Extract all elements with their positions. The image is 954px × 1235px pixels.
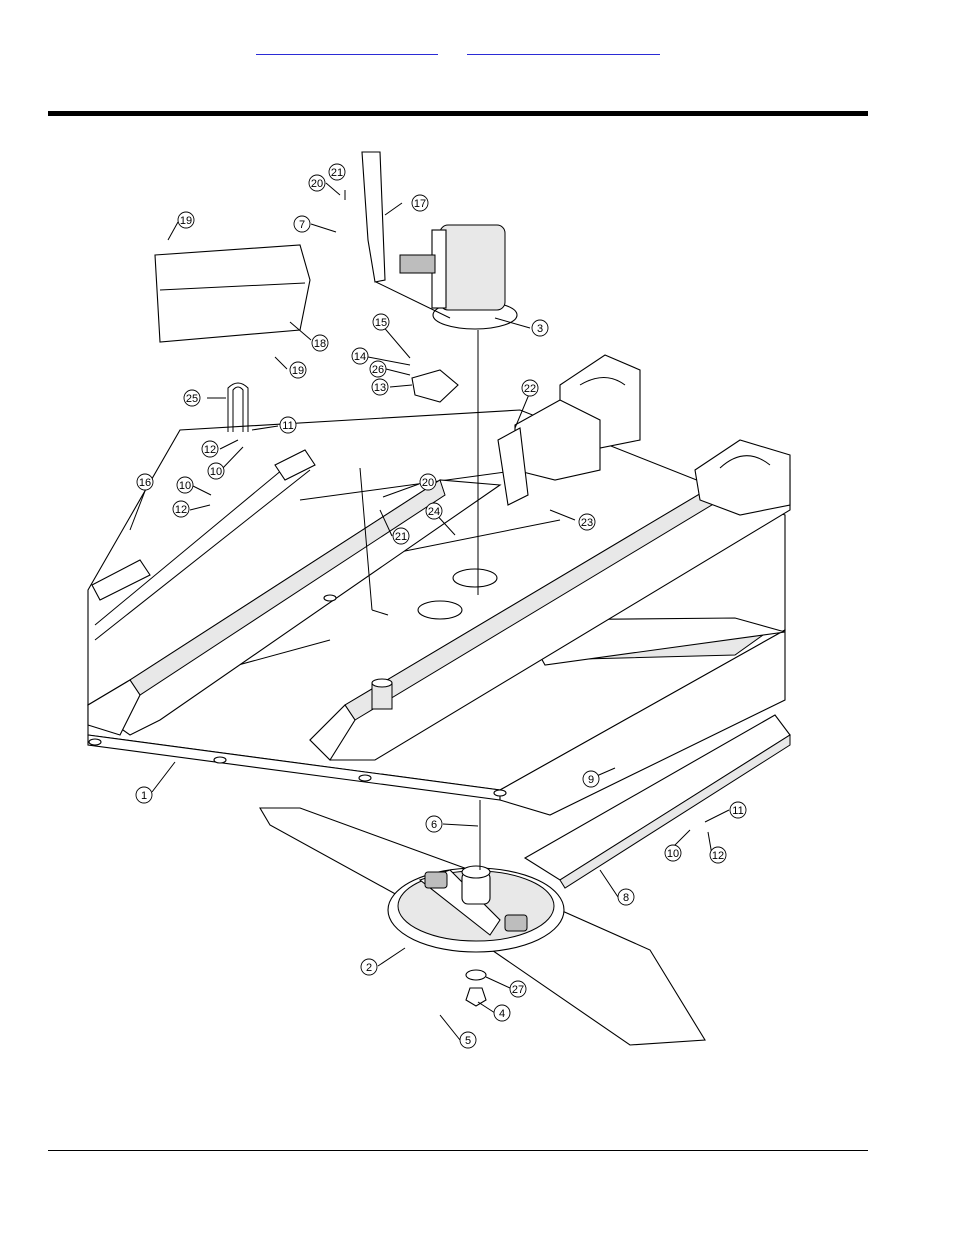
callout: 7 [293, 215, 311, 233]
callout: 12 [201, 440, 219, 458]
footer-rule [48, 1150, 868, 1151]
leader-lines [129, 182, 730, 1041]
exploded-parts-diagram: 21 20 17 19 7 3 18 15 19 14 26 13 22 25 … [86, 151, 791, 1049]
callout: 1 [135, 786, 153, 804]
callout: 25 [183, 389, 201, 407]
callout: 21 [392, 527, 410, 545]
callout: 15 [372, 313, 390, 331]
callout: 4 [493, 1004, 511, 1022]
mower-deck [86, 354, 791, 816]
svg-text:10: 10 [210, 466, 222, 478]
blade-carrier-assembly [259, 800, 706, 1046]
callout: 11 [729, 801, 747, 819]
callout: 17 [411, 194, 429, 212]
svg-text:16: 16 [139, 477, 151, 489]
svg-text:4: 4 [499, 1008, 505, 1020]
callout: 20 [419, 473, 437, 491]
svg-text:2: 2 [366, 962, 372, 974]
svg-text:17: 17 [414, 198, 426, 210]
svg-text:19: 19 [180, 215, 192, 227]
svg-text:11: 11 [732, 805, 743, 817]
cover-plate [411, 369, 459, 403]
svg-text:15: 15 [375, 317, 387, 329]
svg-text:14: 14 [354, 351, 366, 363]
callout: 23 [578, 513, 596, 531]
svg-text:10: 10 [179, 480, 191, 492]
top-link-1[interactable] [256, 40, 438, 55]
callout: 21 [328, 163, 346, 181]
callout: 10 [176, 476, 194, 494]
svg-text:19: 19 [292, 365, 304, 377]
callout: 9 [582, 770, 600, 788]
callout-bubbles: 21 20 17 19 7 3 18 15 19 14 26 13 22 25 … [135, 163, 747, 1049]
gearbox-stand [359, 427, 529, 616]
svg-text:6: 6 [431, 819, 437, 831]
skid-shoe [523, 714, 791, 889]
svg-text:22: 22 [524, 383, 536, 395]
callout: 13 [371, 378, 389, 396]
svg-text:18: 18 [314, 338, 326, 350]
callout: 27 [509, 980, 527, 998]
svg-text:9: 9 [588, 774, 594, 786]
callout: 19 [177, 211, 195, 229]
svg-text:5: 5 [465, 1035, 471, 1047]
svg-text:11: 11 [282, 420, 293, 432]
svg-text:13: 13 [374, 382, 386, 394]
header-rule [48, 111, 868, 116]
svg-text:8: 8 [623, 892, 629, 904]
svg-text:1: 1 [141, 790, 147, 802]
callout: 11 [279, 416, 297, 434]
svg-text:20: 20 [311, 178, 323, 190]
svg-text:3: 3 [537, 323, 543, 335]
callout: 16 [136, 473, 154, 491]
gearbox-shield [154, 244, 311, 343]
svg-text:21: 21 [331, 167, 343, 179]
u-bolt [227, 382, 249, 432]
svg-text:10: 10 [667, 848, 679, 860]
callout: 12 [172, 500, 190, 518]
svg-text:27: 27 [512, 984, 524, 996]
callout: 5 [459, 1031, 477, 1049]
svg-text:20: 20 [422, 477, 434, 489]
callout: 3 [531, 319, 549, 337]
callout: 2 [360, 958, 378, 976]
callout: 8 [617, 888, 635, 906]
svg-text:12: 12 [175, 504, 187, 516]
svg-text:7: 7 [299, 219, 305, 231]
callout: 26 [369, 360, 387, 378]
svg-text:23: 23 [581, 517, 593, 529]
callout: 14 [351, 347, 369, 365]
callout: 24 [425, 502, 443, 520]
callout: 22 [521, 379, 539, 397]
callout: 19 [289, 361, 307, 379]
callout: 10 [664, 844, 682, 862]
svg-text:26: 26 [372, 364, 384, 376]
svg-text:12: 12 [712, 850, 724, 862]
shield-bracket [361, 151, 451, 319]
top-link-2[interactable] [467, 40, 660, 55]
svg-text:12: 12 [204, 444, 216, 456]
svg-text:21: 21 [395, 531, 407, 543]
callout: 18 [311, 334, 329, 352]
callout: 20 [308, 174, 326, 192]
svg-text:25: 25 [186, 393, 198, 405]
callout: 6 [425, 815, 443, 833]
svg-text:24: 24 [428, 506, 440, 518]
callout: 12 [709, 846, 727, 864]
gearbox [399, 224, 518, 595]
callout: 10 [207, 462, 225, 480]
